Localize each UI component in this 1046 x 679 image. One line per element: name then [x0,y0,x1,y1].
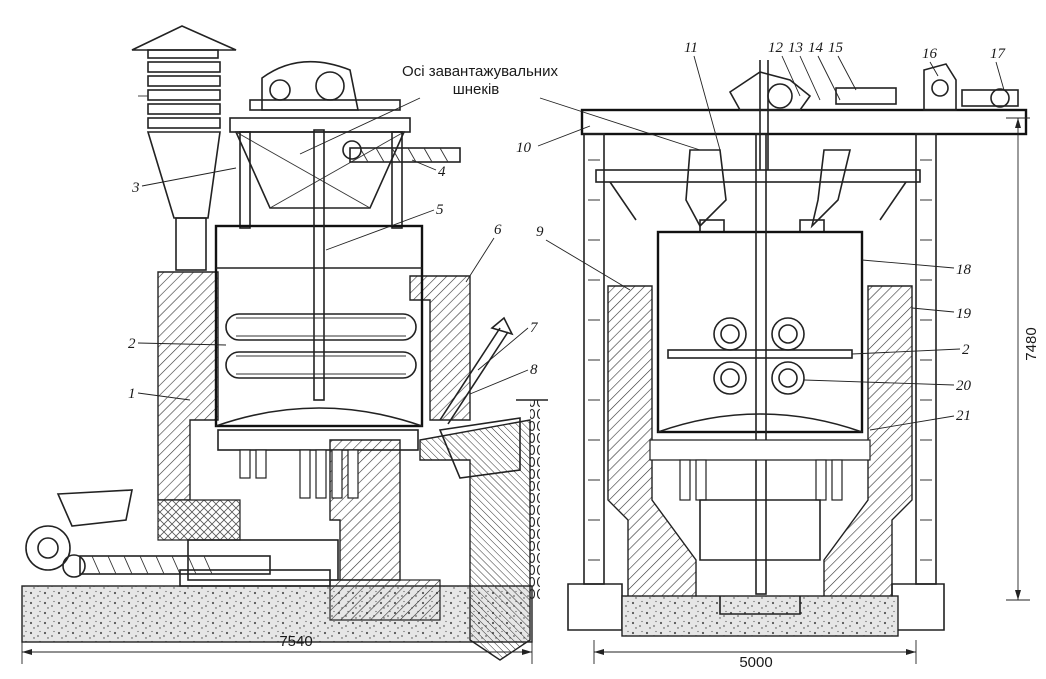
dimension-left: 7540 [21,633,533,664]
loading-hopper-assembly [229,60,461,229]
label-7: 7 [530,320,539,336]
label-20: 20 [956,378,972,394]
ring-tubes [713,317,805,395]
label-16: 16 [922,46,938,62]
label-2: 2 [128,336,136,352]
label-5: 5 [436,202,444,218]
foundation-pit [329,579,441,621]
part-labels: 1 2 3 4 5 6 7 8 9 10 11 12 13 14 15 16 1… [128,40,1007,431]
foundation-left [21,585,533,643]
label-2b: 2 [962,342,970,358]
left-elevation-view: 7540 [21,25,548,664]
label-8: 8 [530,362,538,378]
dimension-5000: 5000 [739,654,772,671]
label-4: 4 [438,164,446,180]
label-1: 1 [128,386,136,402]
label-19: 19 [956,306,972,322]
feeder-screw-conveyor [25,489,331,587]
heating-tubes-left [225,313,417,379]
dimension-right: 5000 [593,640,917,671]
foundation-right [621,595,899,637]
firebox-left [187,429,419,581]
caption-line-2: шнеків [453,81,500,98]
discharge-chute [419,316,548,661]
exhaust-stack [131,25,237,271]
dimension-7540: 7540 [279,633,312,650]
label-21: 21 [956,408,971,424]
right-elevation-view: 5000 7480 [567,60,1040,671]
dimension-height: 7480 [1006,117,1040,601]
retort-vessel-left [214,129,424,428]
label-18: 18 [956,262,972,278]
label-11: 11 [684,40,698,56]
label-10: 10 [516,140,532,156]
furnace-lining-right [607,285,913,601]
label-12: 12 [768,40,784,56]
label-6: 6 [494,222,502,238]
top-drive-mechanism [728,60,1019,170]
support-columns [567,133,945,631]
caption-line-1: Осі завантажувальних [402,63,558,80]
caption-loading-augers: Осі завантажувальних шнеків [299,63,701,155]
label-9: 9 [536,224,544,240]
label-15: 15 [828,40,844,56]
retort-vessel-right [656,133,864,595]
dimension-7480: 7480 [1023,327,1040,360]
label-13: 13 [788,40,803,56]
label-3: 3 [131,180,140,196]
label-17: 17 [990,46,1007,62]
label-14: 14 [808,40,824,56]
